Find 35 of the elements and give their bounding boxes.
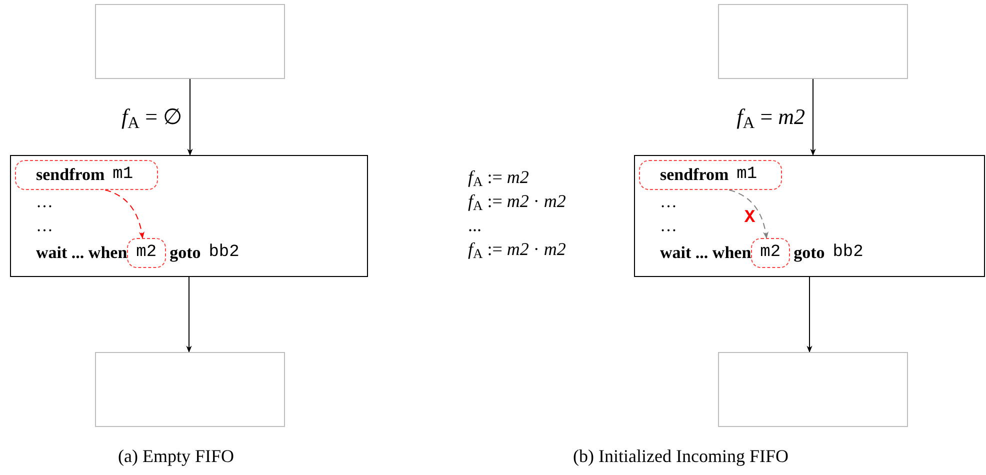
ellipsis-text: … (660, 191, 677, 213)
ellipsis-text: … (36, 191, 53, 213)
code-text: goto (170, 242, 201, 264)
assignment-text: f$_{A}$ := m2 (468, 166, 529, 188)
dashed-highlight-box: sendfrom m1 (15, 160, 158, 190)
edge-label: f$_{A}$ = m2 (736, 106, 805, 128)
caption: (a) Empty FIFO (118, 445, 234, 468)
edge-label: f$_{A}$ = ∅ (122, 106, 182, 128)
arrow (104, 190, 144, 239)
edge-label: X (744, 209, 756, 227)
dashed-highlight-box: sendfrom m1 (639, 160, 782, 190)
assignment-text: ... (468, 214, 482, 236)
code-text: wait ... when (36, 242, 128, 264)
empty-block (95, 352, 285, 427)
arrow (187, 78, 193, 156)
empty-block (718, 4, 908, 79)
caption: (b) Initialized Incoming FIFO (573, 445, 788, 468)
assignment-text: f$_{A}$ := m2 · m2 (468, 190, 566, 212)
arrow (186, 276, 192, 353)
arrow (806, 276, 812, 353)
ellipsis-text: … (36, 215, 53, 237)
dashed-highlight-box: m2 (751, 238, 790, 268)
ellipsis-text: … (660, 215, 677, 237)
code-text: bb2 (832, 242, 864, 264)
code-text: wait ... when (660, 242, 752, 264)
code-text: bb2 (208, 242, 240, 264)
code-block (634, 155, 985, 277)
code-block (10, 155, 368, 277)
arrow (810, 78, 816, 156)
code-text: goto (794, 242, 825, 264)
arrow (728, 190, 768, 239)
empty-block (718, 352, 908, 427)
assignment-text: f$_{A}$ := m2 · m2 (468, 238, 566, 260)
empty-block (95, 4, 285, 79)
dashed-highlight-box: m2 (127, 238, 166, 268)
